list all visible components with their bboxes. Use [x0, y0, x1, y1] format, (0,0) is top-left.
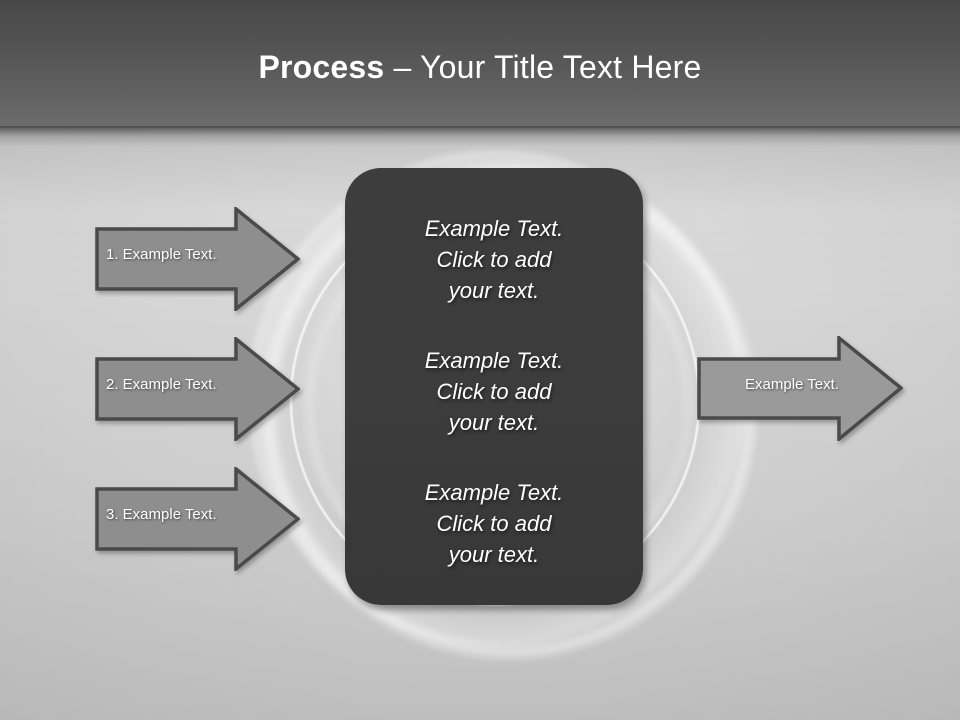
- panel-2-line-2: Click to add: [436, 379, 552, 404]
- panel-2-line-1: Example Text.: [424, 348, 564, 373]
- page-title-bold: Process: [258, 49, 385, 85]
- panel-1-line-1: Example Text.: [424, 216, 564, 241]
- header-edge-fade: [0, 126, 960, 152]
- panel-text-block-1: Example Text. Click to add your text.: [367, 213, 621, 306]
- panel-1-line-2: Click to add: [436, 247, 552, 272]
- panel-1-line-3: your text.: [448, 278, 540, 303]
- output-arrow-label: Example Text.: [745, 376, 839, 393]
- panel-3-line-2: Click to add: [436, 511, 552, 536]
- input-arrow-2-label: 2. Example Text.: [106, 376, 217, 393]
- input-arrow-1-label: 1. Example Text.: [106, 246, 217, 263]
- input-arrow-2[interactable]: [95, 337, 300, 441]
- page-title-rest: – Your Title Text Here: [384, 49, 702, 85]
- center-process-panel[interactable]: Example Text. Click to add your text. Ex…: [345, 168, 643, 605]
- output-arrow[interactable]: [697, 336, 903, 441]
- panel-3-line-1: Example Text.: [424, 480, 564, 505]
- panel-2-line-3: your text.: [448, 410, 540, 435]
- input-arrow-3-label: 3. Example Text.: [106, 506, 217, 523]
- input-arrow-3[interactable]: [95, 467, 300, 571]
- header-band: [0, 0, 960, 128]
- panel-text-block-3: Example Text. Click to add your text.: [367, 477, 621, 570]
- input-arrow-1[interactable]: [95, 207, 300, 311]
- panel-3-line-3: your text.: [448, 542, 540, 567]
- page-title: Process – Your Title Text Here: [0, 47, 960, 87]
- panel-text-block-2: Example Text. Click to add your text.: [367, 345, 621, 438]
